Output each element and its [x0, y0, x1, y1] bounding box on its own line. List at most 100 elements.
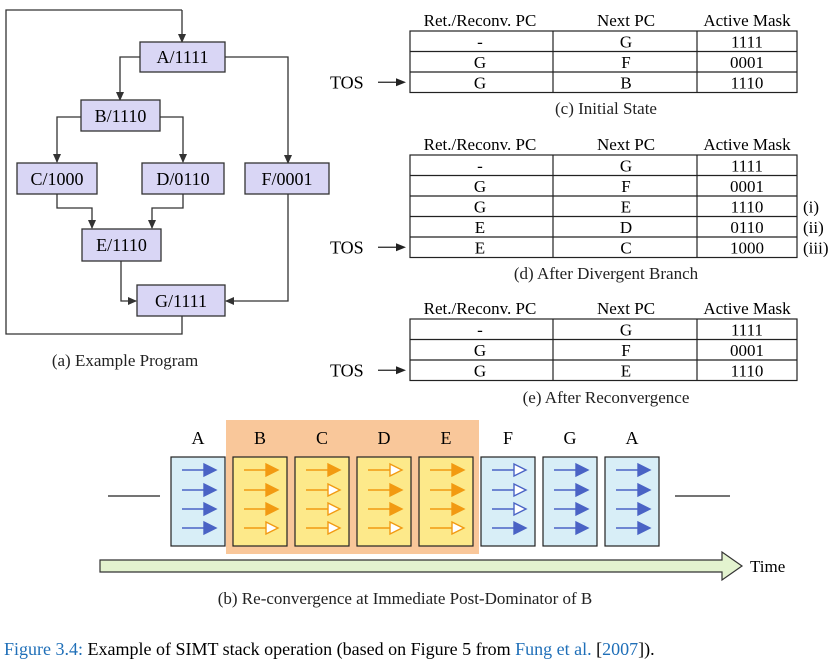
inactive-thread-arrow: [513, 482, 528, 498]
active-thread-arrow: [575, 462, 590, 478]
inactive-thread-arrow: [389, 462, 404, 478]
warp-block: [480, 456, 536, 547]
warp-block: [542, 456, 598, 547]
timeline-block-a: A: [170, 428, 226, 547]
cfg-node-c: C/1000: [16, 162, 98, 195]
block-label: B: [254, 428, 266, 448]
table-frame: [409, 154, 798, 259]
inactive-thread-arrow: [327, 482, 342, 498]
table-cell: G: [620, 32, 632, 51]
cfg-node-g-label: G/1111: [155, 291, 207, 311]
table-cell: G: [474, 197, 486, 216]
table-header: Ret./Reconv. PC: [424, 299, 537, 318]
table-cell: 0001: [730, 53, 764, 72]
tos-label: TOS: [330, 360, 364, 380]
table-caption: (d) After Divergent Branch: [514, 264, 699, 283]
active-thread-arrow: [637, 501, 652, 517]
table-cell: G: [474, 177, 486, 196]
table-header: Ret./Reconv. PC: [424, 135, 537, 154]
table-cell: C: [620, 238, 631, 257]
tos-label: TOS: [330, 237, 364, 257]
table-cell: F: [621, 53, 630, 72]
inactive-thread-arrow: [327, 501, 342, 517]
cfg-node-e: E/1110: [81, 228, 162, 262]
table-frame: [409, 30, 798, 94]
active-thread-arrow: [265, 482, 280, 498]
table-caption: (e) After Reconvergence: [523, 388, 690, 407]
cfg-node-c-label: C/1000: [30, 169, 83, 189]
cfg-node-b-label: B/1110: [95, 106, 147, 126]
active-thread-arrow: [451, 501, 466, 517]
table-cell: 1111: [731, 320, 763, 339]
active-thread-arrow: [637, 520, 652, 536]
citation-link[interactable]: Fung et al.: [515, 639, 592, 659]
tos-arrow-head: [396, 243, 406, 252]
table-cell: G: [474, 53, 486, 72]
warp-block: [232, 456, 288, 547]
citation-year-link[interactable]: 2007: [602, 639, 638, 659]
block-label: C: [316, 428, 328, 448]
cfg-node-b: B/1110: [80, 99, 161, 132]
block-label: D: [378, 428, 391, 448]
table-row: - G 1111: [477, 320, 763, 339]
table-cell: D: [620, 218, 632, 237]
figure-caption-text: Example of SIMT stack operation (based o…: [83, 639, 515, 660]
table-cell: -: [477, 32, 483, 51]
table-cell: 0001: [730, 341, 764, 360]
timeline-block-e: E: [418, 428, 474, 547]
cfg-node-e-label: E/1110: [96, 235, 147, 255]
inactive-thread-arrow: [265, 520, 280, 536]
inactive-thread-arrow: [451, 520, 466, 536]
active-thread-arrow: [327, 462, 342, 478]
cfg-node-f-label: F/0001: [261, 169, 312, 189]
warp-block: [604, 456, 660, 547]
table-header: Ret./Reconv. PC: [424, 11, 537, 30]
table-header: Next PC: [597, 11, 655, 30]
figure-label: Figure 3.4:: [4, 639, 83, 659]
table-cell: -: [477, 320, 483, 339]
timeline-block-c: C: [294, 428, 350, 547]
table-cell: 1110: [731, 361, 764, 380]
edge-f-g: [225, 194, 289, 305]
timeline-block-g: G: [542, 428, 598, 547]
table-cell: E: [475, 238, 485, 257]
table-cell: F: [621, 177, 630, 196]
active-thread-arrow: [203, 520, 218, 536]
table-cell: G: [474, 73, 486, 92]
figure-caption-bracket: [: [592, 639, 603, 659]
row-note: (i): [803, 197, 819, 216]
block-label: G: [564, 428, 577, 448]
table-cell: G: [620, 320, 632, 339]
row-note: (ii): [803, 218, 824, 237]
active-thread-arrow: [265, 462, 280, 478]
table-cell: -: [477, 156, 483, 175]
control-flow-graph: A/1111 B/1110 C/1000 D/0110 F/0001 E/111…: [5, 9, 330, 370]
inactive-thread-arrow: [513, 462, 528, 478]
edge-c-e: [56, 194, 96, 229]
table-cell: E: [621, 361, 631, 380]
timeline-block-d: D: [356, 428, 412, 547]
cfg-node-d: D/0110: [141, 162, 225, 195]
block-label: A: [192, 428, 205, 448]
table-cell: E: [475, 218, 485, 237]
active-thread-arrow: [575, 501, 590, 517]
table-cell: G: [474, 361, 486, 380]
active-thread-arrow: [637, 462, 652, 478]
edge-b-c: [53, 116, 81, 163]
cfg-node-a-label: A/1111: [157, 47, 209, 67]
table-cell: G: [620, 156, 632, 175]
table-cell: 1110: [731, 73, 764, 92]
block-label: F: [503, 428, 513, 448]
active-thread-arrow: [575, 520, 590, 536]
edge-b-d: [160, 116, 187, 163]
row-note: (iii): [803, 238, 829, 257]
